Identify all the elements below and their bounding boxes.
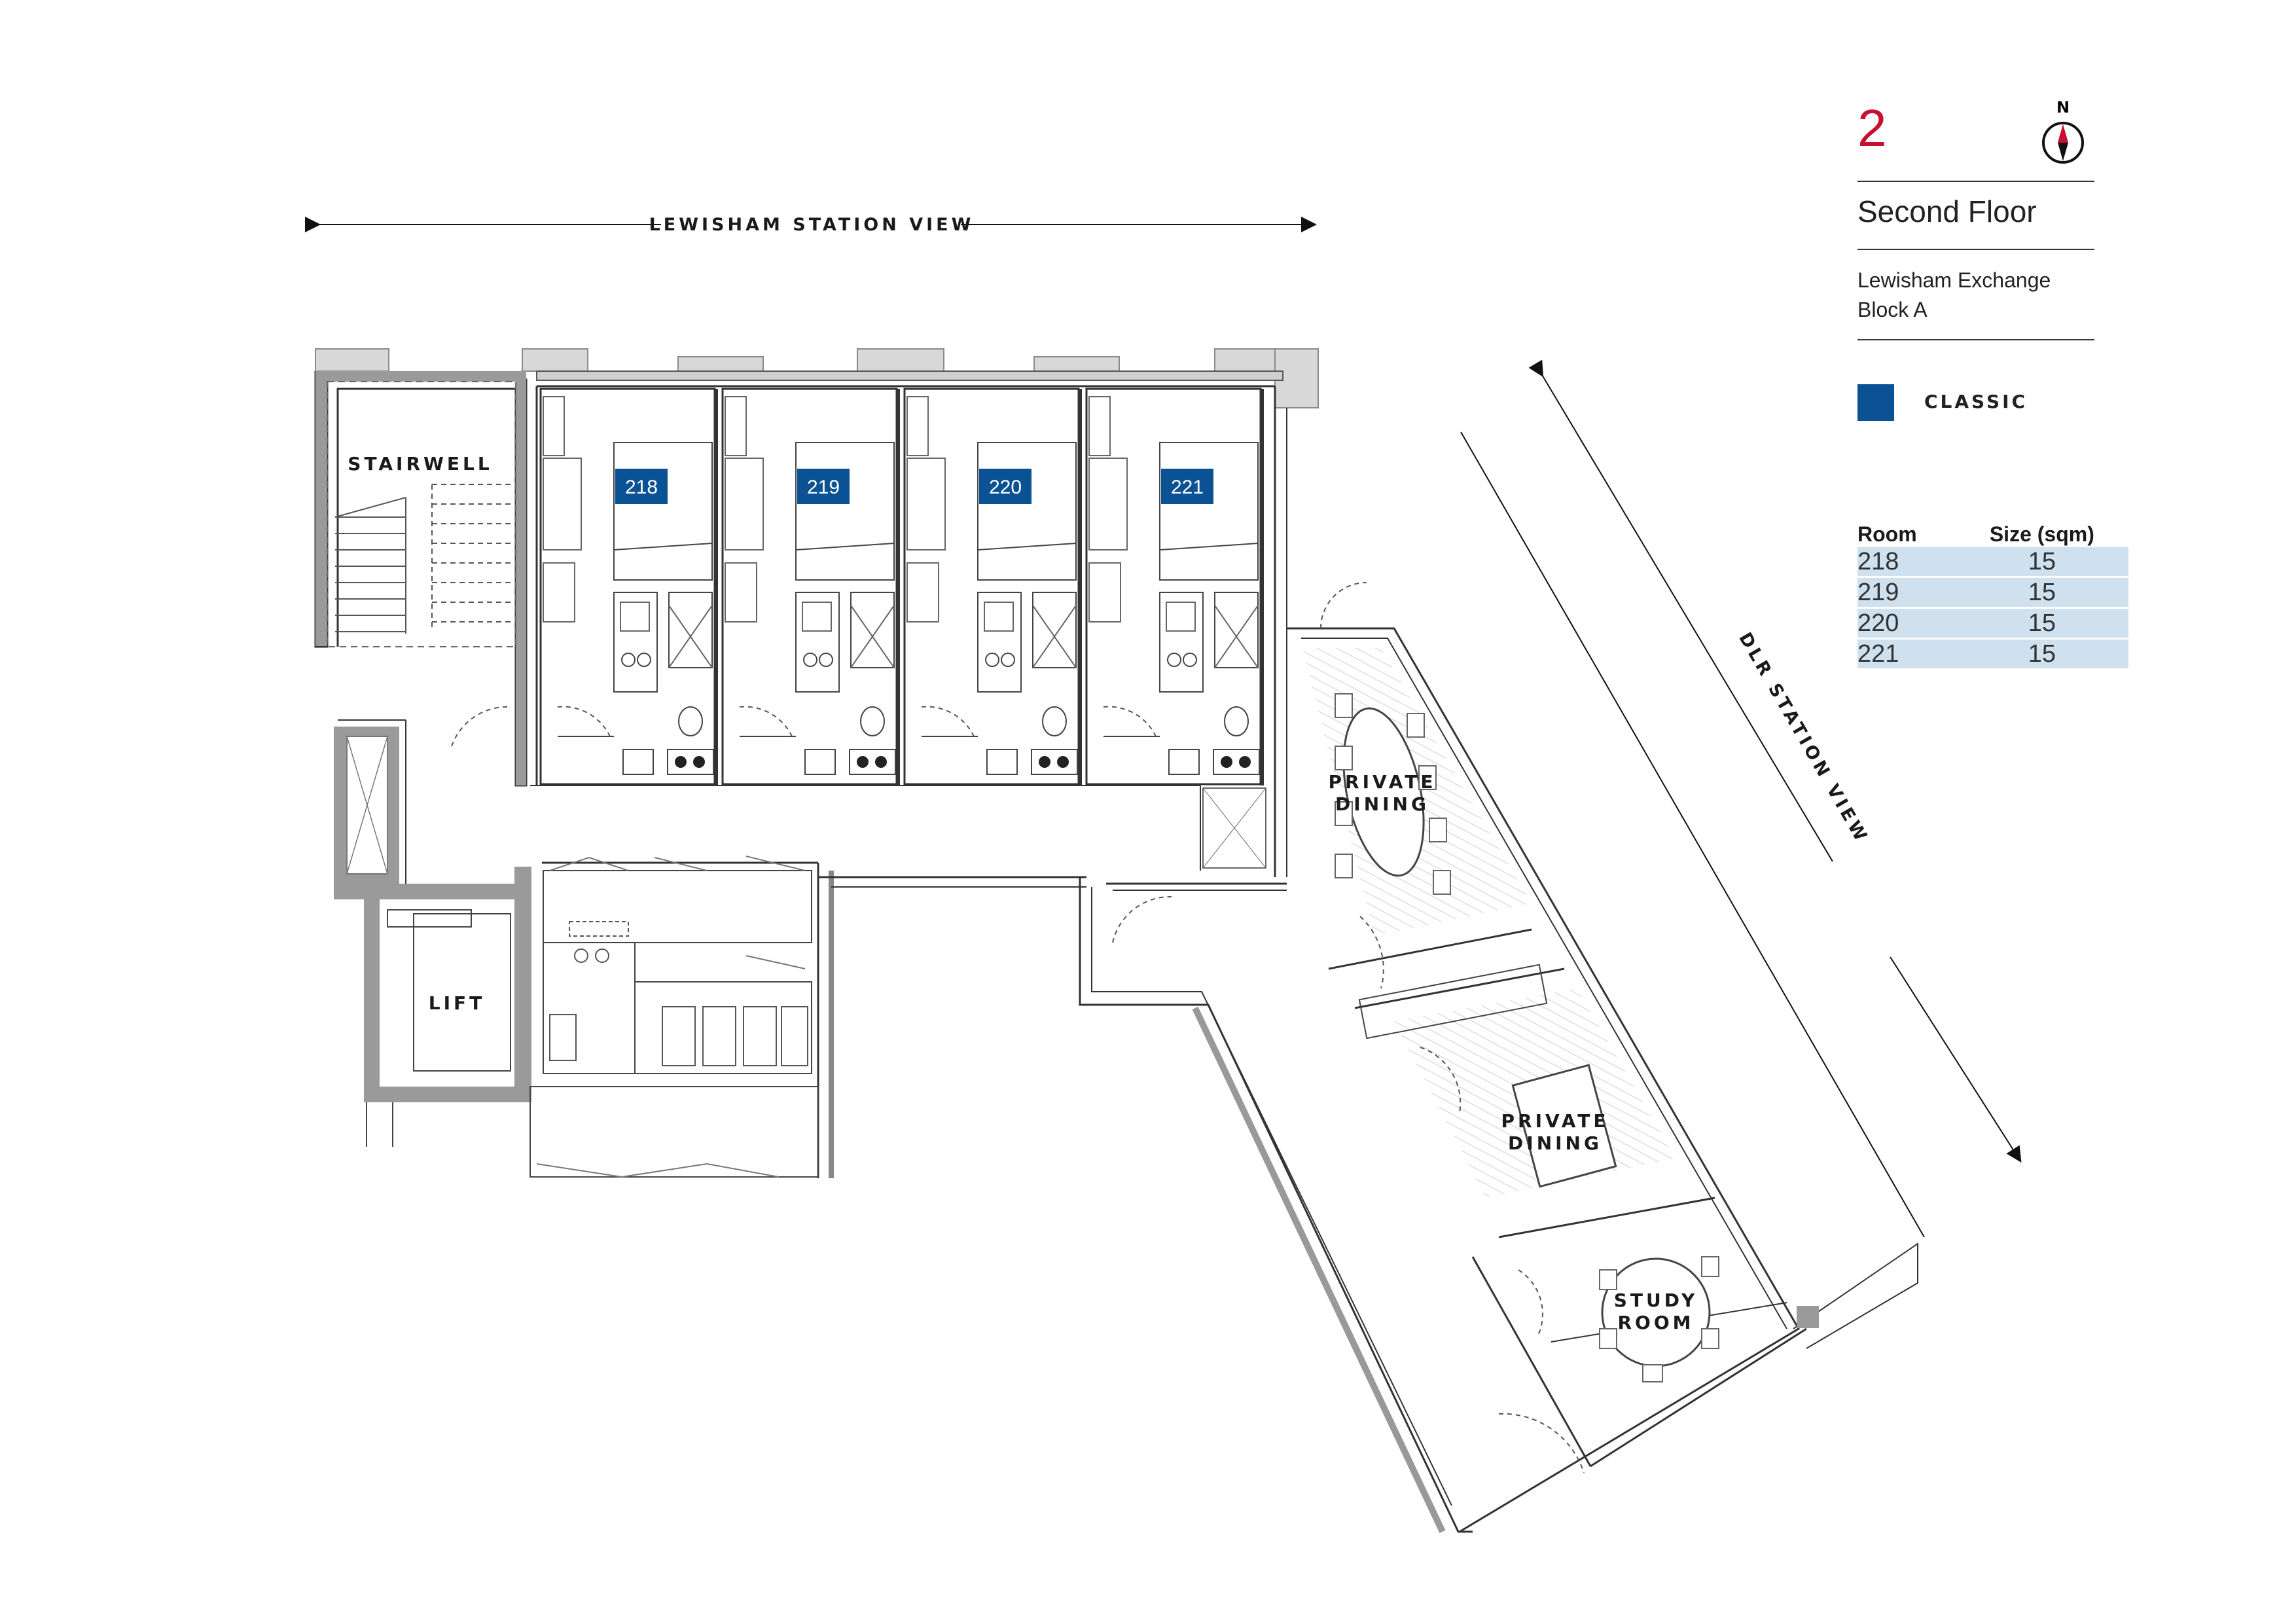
- building-block: Block A: [1857, 298, 1928, 321]
- table-header-size: Size (sqm): [1989, 522, 2094, 546]
- study-room-label-line2: ROOM: [1617, 1312, 1694, 1333]
- table-row: 221 15: [1857, 638, 2128, 670]
- private-dining-2-label-line1: PRIVATE: [1501, 1110, 1609, 1132]
- floor-number: 2: [1857, 99, 1887, 157]
- table-cell-size: 15: [1955, 638, 2128, 670]
- floor-name: Second Floor: [1857, 194, 2037, 228]
- table-header-room: Room: [1857, 522, 1917, 546]
- dlr-view-label: DLR STATION VIEW: [1734, 629, 1872, 847]
- divider-3: [1857, 339, 2094, 340]
- table-cell-room: 221: [1857, 638, 1956, 670]
- building-name: Lewisham Exchange: [1857, 268, 2051, 292]
- lift-label: LIFT: [429, 992, 486, 1014]
- room-badge-219: [797, 469, 850, 504]
- study-room-label-line1: STUDY: [1614, 1290, 1698, 1311]
- stairwell-label: STAIRWELL: [348, 453, 492, 475]
- lewisham-view-label: LEWISHAM STATION VIEW: [649, 215, 975, 235]
- room-badge-218: [615, 469, 668, 504]
- studio-units: [539, 389, 1262, 785]
- private-dining-1-label-line2: DINING: [1335, 793, 1429, 815]
- room-number-221: 221: [1171, 477, 1204, 498]
- table-cell-room: 220: [1857, 607, 1956, 640]
- divider-2: [1857, 249, 2094, 250]
- dlr-view-arrow: [1460, 359, 2022, 1238]
- table-cell-room: 219: [1857, 577, 1956, 609]
- lewisham-view-arrow: [305, 209, 1317, 240]
- building-walls: [314, 348, 1918, 1534]
- table-row: 220 15: [1857, 607, 2128, 640]
- compass-icon: [2042, 122, 2084, 164]
- room-number-219: 219: [807, 477, 840, 498]
- divider-1: [1857, 181, 2094, 182]
- room-size-table: Room Size (sqm) 218 15 219 15 220 15 221…: [1857, 521, 2128, 670]
- compass-north-label: N: [2056, 98, 2070, 117]
- table-cell-size: 15: [1955, 607, 2128, 640]
- legend-label: CLASSIC: [1924, 391, 2028, 412]
- table-cell-size: 15: [1955, 547, 2128, 578]
- private-dining-2-label-line2: DINING: [1508, 1132, 1602, 1154]
- table-row: 218 15: [1857, 547, 2128, 578]
- room-badge-220: [979, 469, 1031, 504]
- private-dining-1-label-line1: PRIVATE: [1329, 771, 1437, 793]
- room-badge-221: [1161, 469, 1213, 504]
- table-cell-room: 218: [1857, 547, 1956, 578]
- legend-swatch: [1857, 384, 1894, 421]
- room-number-218: 218: [625, 477, 658, 498]
- table-row: 219 15: [1857, 577, 2128, 609]
- table-cell-size: 15: [1955, 577, 2128, 609]
- room-number-220: 220: [989, 477, 1022, 498]
